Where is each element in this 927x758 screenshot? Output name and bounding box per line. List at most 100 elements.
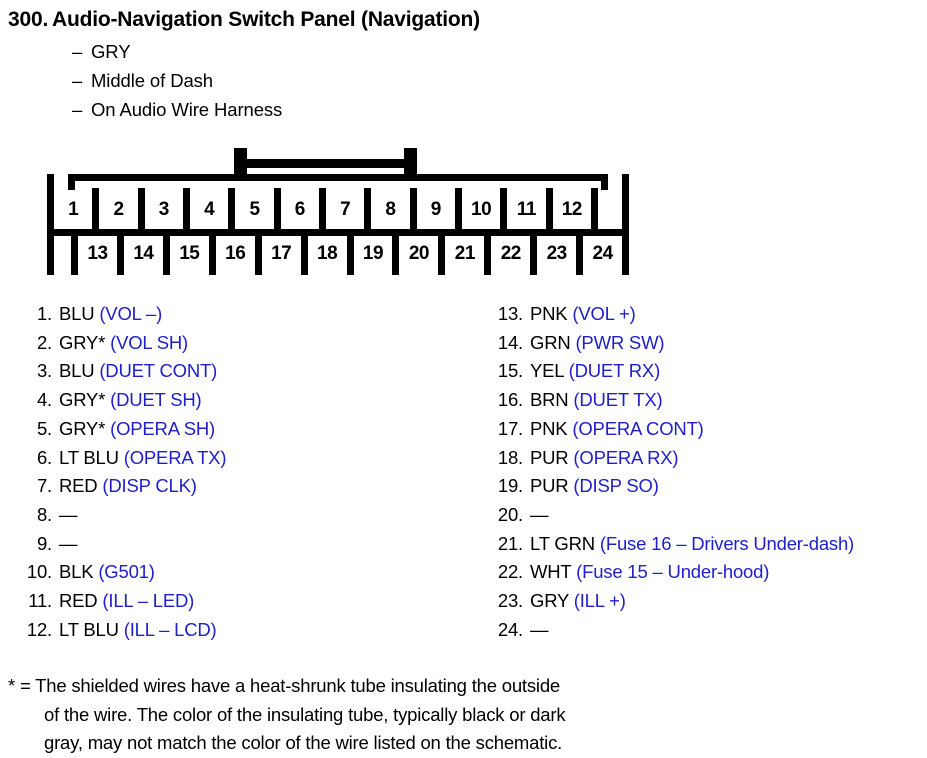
pin-entry: 6. LT BLU (OPERA TX) bbox=[18, 444, 478, 473]
pin-entry-circuit-name: (ILL +) bbox=[573, 590, 626, 612]
pin-entry-wire-color: GRY* bbox=[59, 417, 106, 439]
pin-entry-number: 21. bbox=[497, 532, 523, 554]
pin-entry-wire-color: — bbox=[59, 503, 78, 525]
pin-entry-circuit-name: (G501) bbox=[98, 561, 155, 583]
pin-cell-19: 19 bbox=[353, 232, 400, 275]
header-subline-harness: –On Audio Wire Harness bbox=[72, 99, 282, 121]
pin-entry-number: 19. bbox=[497, 475, 523, 497]
pin-list-left-column: 1.BLU (VOL –)2.GRY* (VOL SH)3.BLU (DUET … bbox=[18, 300, 478, 644]
pin-cell-20: 20 bbox=[399, 232, 446, 275]
connector-pinout-diagram: 1 2 3 4 5 6 7 8 9 10 11 12 13 14 15 16 1… bbox=[47, 145, 629, 275]
pin-entry-number: 14. bbox=[497, 331, 523, 353]
pin-entry-number: 17. bbox=[497, 417, 523, 439]
pin-cell-18: 18 bbox=[307, 232, 354, 275]
footnote-line: of the wire. The color of the insulating… bbox=[44, 703, 566, 725]
pin-entry-wire-color: PNK bbox=[530, 303, 568, 324]
pin-cell-10: 10 bbox=[461, 188, 508, 232]
pin-entry-circuit-name: (Fuse 16 – Drivers Under-dash) bbox=[599, 532, 855, 554]
pin-cell-1: 1 bbox=[54, 188, 100, 232]
pin-entry-number: 5. bbox=[36, 417, 52, 439]
pin-entry-circuit-name: (Fuse 15 – Under-hood) bbox=[576, 561, 770, 583]
pin-cell-17: 17 bbox=[261, 232, 308, 275]
pin-entry: 7.RED (DISP CLK) bbox=[18, 472, 478, 501]
header-subline-connector-color: –GRY bbox=[72, 41, 131, 63]
pin-entry: 8. — bbox=[18, 501, 478, 530]
footnote-shielded-wires: * = The shielded wires have a heat-shrun… bbox=[8, 672, 698, 758]
pin-entry-circuit-name: (PWR SW) bbox=[575, 331, 665, 353]
pin-cell-13: 13 bbox=[78, 232, 124, 275]
connector-notch-right bbox=[608, 174, 622, 183]
pin-entry-number: 9. bbox=[36, 532, 52, 554]
pin-entry-circuit-name: (DUET TX) bbox=[573, 389, 663, 411]
connector-notch-wall-right bbox=[601, 174, 608, 190]
pin-cell-8: 8 bbox=[371, 188, 417, 232]
pin-entry-circuit-name: (OPERA CONT) bbox=[572, 417, 704, 439]
pin-entry-number: 3. bbox=[36, 360, 52, 382]
pin-entry-number: 23. bbox=[497, 590, 523, 612]
pin-entry-circuit-name: (ILL – LED) bbox=[102, 590, 195, 612]
pin-cell-22: 22 bbox=[491, 232, 538, 275]
pin-entry-number: 4. bbox=[36, 389, 52, 411]
pin-entry-number: 20. bbox=[497, 503, 523, 525]
pin-entry: 10.BLK (G501) bbox=[18, 558, 478, 587]
pin-entry-circuit-name: (OPERA TX) bbox=[123, 446, 227, 468]
pin-entry-number: 18. bbox=[497, 446, 523, 468]
pin-cell-21: 21 bbox=[445, 232, 492, 275]
pin-entry: 3. BLU (DUET CONT) bbox=[18, 357, 478, 386]
pin-entry-wire-color: PUR bbox=[530, 475, 569, 497]
pin-entry-wire-color: WHT bbox=[530, 561, 572, 583]
pin-entry-wire-color: GRN bbox=[530, 331, 571, 353]
pin-entry: 18. PUR (OPERA RX) bbox=[489, 444, 919, 473]
pin-entry-wire-color: BRN bbox=[530, 389, 569, 411]
pin-entry-wire-color: BLK bbox=[59, 561, 94, 583]
pin-entry-circuit-name: (DUET SH) bbox=[110, 389, 202, 411]
pin-cell-15: 15 bbox=[169, 232, 216, 275]
pin-entry-circuit-name: (DISP SO) bbox=[573, 475, 659, 497]
pin-entry: 19. PUR (DISP SO) bbox=[489, 472, 919, 501]
pin-entry: 22. WHT (Fuse 15 – Under-hood) bbox=[489, 558, 919, 587]
bullet-dash-icon: – bbox=[72, 70, 83, 91]
pin-entry: 23.GRY (ILL +) bbox=[489, 587, 919, 616]
pin-entry-number: 11. bbox=[28, 590, 52, 612]
pin-entry-circuit-name: (DUET CONT) bbox=[99, 360, 218, 382]
pin-entry-number: 1. bbox=[36, 303, 52, 324]
pin-entry: 2.GRY* (VOL SH) bbox=[18, 329, 478, 358]
pin-entry-number: 2. bbox=[36, 331, 52, 353]
pin-entry-wire-color: RED bbox=[59, 475, 98, 497]
pin-entry: 4. GRY* (DUET SH) bbox=[18, 386, 478, 415]
pin-cell-9: 9 bbox=[416, 188, 462, 232]
pin-entry-wire-color: LT GRN bbox=[530, 532, 595, 554]
pin-entry-circuit-name: (VOL +) bbox=[572, 303, 636, 324]
pin-entry-number: 6. bbox=[36, 446, 52, 468]
bullet-dash-icon: – bbox=[72, 41, 83, 62]
pin-entry-wire-color: — bbox=[530, 503, 549, 525]
pin-entry-circuit-name: (VOL SH) bbox=[110, 331, 189, 353]
page-title: 300.Audio-Navigation Switch Panel (Navig… bbox=[8, 8, 480, 32]
pin-entry-wire-color: LT BLU bbox=[59, 446, 119, 468]
connector-top-pin-row: 1 2 3 4 5 6 7 8 9 10 11 12 bbox=[54, 188, 622, 232]
pin-entry: 12.LT BLU (ILL – LCD) bbox=[18, 616, 478, 645]
pin-cell-11: 11 bbox=[507, 188, 553, 232]
pin-entry-wire-color: PUR bbox=[530, 446, 569, 468]
bullet-dash-icon: – bbox=[72, 99, 83, 120]
pin-cell-23: 23 bbox=[537, 232, 584, 275]
pin-entry-wire-color: BLU bbox=[59, 360, 95, 382]
pin-entry-number: 13. bbox=[497, 303, 523, 324]
pin-entry-circuit-name: (OPERA RX) bbox=[573, 446, 679, 468]
pin-entry: 21. LT GRN (Fuse 16 – Drivers Under-dash) bbox=[489, 530, 919, 559]
pin-entry-number: 22. bbox=[497, 561, 523, 583]
pin-cell-blank-bottom-left bbox=[54, 232, 78, 275]
pin-entry-circuit-name: (DISP CLK) bbox=[102, 475, 197, 497]
connector-notch-left bbox=[54, 174, 68, 183]
pin-cell-5: 5 bbox=[235, 188, 281, 232]
pin-entry: 5.GRY* (OPERA SH) bbox=[18, 415, 478, 444]
pin-entry: 9.— bbox=[18, 530, 478, 559]
pin-entry-wire-color: PNK bbox=[530, 417, 568, 439]
pin-entry: 13. PNK (VOL +) bbox=[489, 300, 919, 329]
pin-entry-circuit-name: (DUET RX) bbox=[568, 360, 661, 382]
pin-entry-number: 16. bbox=[497, 389, 523, 411]
pin-entry-wire-color: LT BLU bbox=[59, 618, 119, 640]
pin-entry-wire-color: GRY* bbox=[59, 389, 106, 411]
pin-cell-6: 6 bbox=[280, 188, 326, 232]
pin-entry-number: 8. bbox=[36, 503, 52, 525]
